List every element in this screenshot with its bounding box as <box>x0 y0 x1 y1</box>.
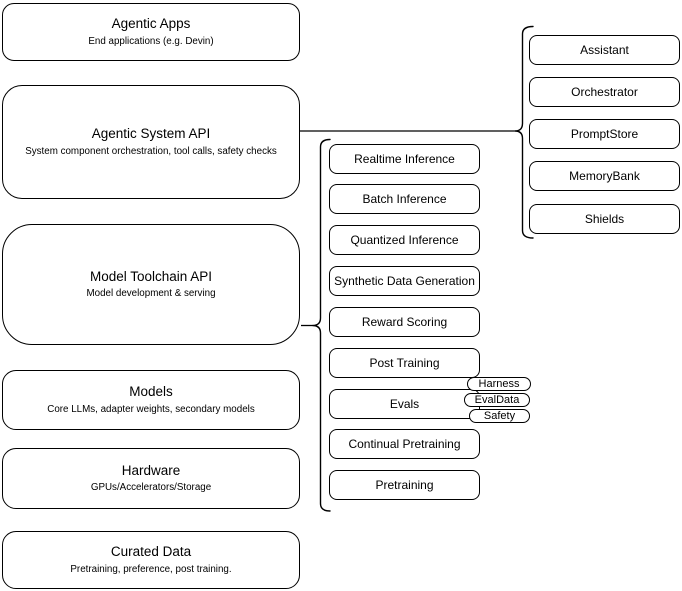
node-models: Models Core LLMs, adapter weights, secon… <box>2 370 300 430</box>
node-subtitle: Pretraining, preference, post training. <box>70 563 232 575</box>
node-orchestrator: Orchestrator <box>529 77 680 107</box>
node-title: Model Toolchain API <box>89 268 213 284</box>
node-title: Models <box>129 384 173 400</box>
node-subtitle: Core LLMs, adapter weights, secondary mo… <box>47 403 255 415</box>
node-curated-data: Curated Data Pretraining, preference, po… <box>2 531 300 589</box>
node-pretraining: Pretraining <box>329 470 480 500</box>
node-subtitle: End applications (e.g. Devin) <box>88 35 214 47</box>
node-evals: Evals <box>329 389 480 419</box>
node-continual-pretraining: Continual Pretraining <box>329 429 480 459</box>
node-post-training: Post Training <box>329 348 480 378</box>
node-hardware: Hardware GPUs/Accelerators/Storage <box>2 448 300 509</box>
node-assistant: Assistant <box>529 35 680 65</box>
tag-harness: Harness <box>467 377 531 391</box>
node-realtime-inference: Realtime Inference <box>329 144 480 174</box>
node-promptstore: PromptStore <box>529 119 680 149</box>
node-subtitle: Model development & serving <box>86 288 216 300</box>
node-subtitle: GPUs/Accelerators/Storage <box>90 482 212 494</box>
node-subtitle: System component orchestration, tool cal… <box>25 145 277 157</box>
node-memorybank: MemoryBank <box>529 161 680 191</box>
node-shields: Shields <box>529 204 680 234</box>
node-reward-scoring: Reward Scoring <box>329 307 480 337</box>
node-model-toolchain-api: Model Toolchain API Model development & … <box>2 224 300 345</box>
node-title: Agentic Apps <box>111 16 191 32</box>
node-title: Agentic System API <box>91 126 211 142</box>
node-synthetic-data-generation: Synthetic Data Generation <box>329 266 480 296</box>
node-agentic-system-api: Agentic System API System component orch… <box>2 85 300 199</box>
tag-evaldata: EvalData <box>464 393 530 407</box>
node-batch-inference: Batch Inference <box>329 184 480 214</box>
node-title: Curated Data <box>110 544 192 560</box>
node-title: Hardware <box>121 462 181 478</box>
node-agentic-apps: Agentic Apps End applications (e.g. Devi… <box>2 3 300 61</box>
tag-safety: Safety <box>469 409 530 423</box>
brace-toolchain <box>312 138 331 512</box>
node-quantized-inference: Quantized Inference <box>329 225 480 255</box>
